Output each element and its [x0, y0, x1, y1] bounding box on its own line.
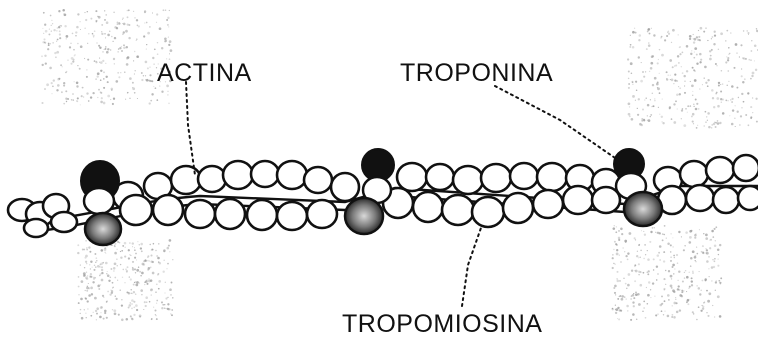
stipple-patch	[77, 239, 173, 321]
label-actina: ACTINA	[157, 59, 252, 88]
stippled-background-patches	[41, 9, 758, 321]
actin-monomer	[215, 199, 245, 229]
actin-monomer	[533, 190, 563, 218]
leader-line-actina	[186, 82, 195, 175]
actin-monomer	[24, 219, 48, 237]
actin-monomer	[397, 163, 427, 191]
actin-monomer	[413, 192, 443, 222]
troponin-stippled-subunit	[85, 213, 121, 245]
actin-monomer	[706, 157, 734, 183]
actin-monomer	[247, 200, 277, 230]
actin-monomer	[171, 166, 201, 194]
actin-monomer	[733, 155, 758, 181]
actin-monomer	[472, 197, 504, 227]
actin-monomer	[307, 200, 337, 228]
troponin-complex	[81, 161, 121, 245]
actin-monomer	[510, 163, 538, 189]
actin-monomer	[277, 161, 307, 189]
stipple-patch	[612, 225, 723, 321]
leader-line-troponina	[495, 86, 618, 160]
actin-monomer	[563, 186, 593, 214]
troponin-complex	[614, 149, 662, 226]
actin-monomer	[537, 163, 567, 191]
actin-monomer	[251, 161, 279, 187]
actin-monomer	[153, 195, 183, 225]
actin-monomer	[503, 193, 533, 223]
actin-monomer	[277, 202, 307, 230]
troponin-stippled-subunit	[345, 198, 383, 234]
troponin-light-subunit	[84, 188, 114, 214]
actin-monomer	[51, 212, 77, 232]
actin-monomer	[426, 164, 454, 190]
actin-monomer	[198, 166, 226, 192]
label-tropomiosina: TROPOMIOSINA	[342, 310, 542, 339]
stipple-patch	[627, 27, 758, 129]
actin-monomer	[686, 185, 714, 211]
actin-monomer	[738, 186, 758, 210]
leader-line-tropomiosina	[462, 225, 482, 306]
actin-monomer	[680, 161, 708, 187]
actin-monomer	[120, 195, 152, 225]
actin-monomer	[442, 195, 474, 225]
actin-monomer	[713, 187, 739, 213]
actin-monomer	[223, 161, 253, 189]
troponin-stippled-subunit	[624, 192, 662, 226]
label-troponina: TROPONINA	[400, 59, 553, 88]
actin-monomer	[453, 166, 483, 194]
actin-monomer	[481, 164, 511, 192]
actin-monomer	[304, 167, 332, 193]
actin-monomer	[185, 200, 215, 228]
actin-monomer	[331, 173, 359, 201]
stipple-patch	[41, 9, 172, 105]
